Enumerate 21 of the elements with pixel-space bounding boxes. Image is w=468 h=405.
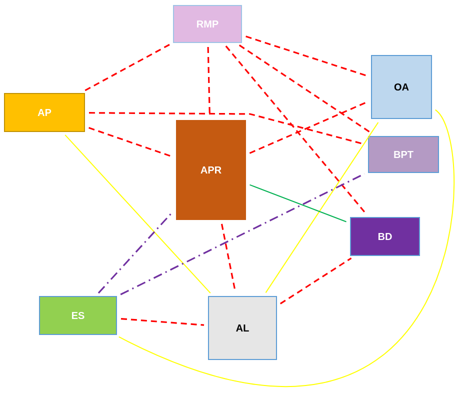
connector-line xyxy=(280,258,352,304)
box: OA xyxy=(371,55,432,119)
connector-line xyxy=(64,134,211,294)
box: RMP xyxy=(173,5,242,43)
connector-line xyxy=(249,101,368,154)
box: BD xyxy=(350,217,420,256)
box: APR xyxy=(176,120,246,220)
connector-line xyxy=(118,109,455,386)
box: ES xyxy=(39,296,117,335)
connector-line xyxy=(89,112,364,145)
connector-line xyxy=(98,210,174,294)
connector-line xyxy=(84,44,170,92)
connector-line xyxy=(88,127,172,158)
connector-line xyxy=(120,318,204,326)
box: BPT xyxy=(368,136,439,173)
box: AP xyxy=(4,93,85,132)
connector-line xyxy=(265,122,379,294)
connector-line xyxy=(246,36,368,77)
box: AL xyxy=(208,296,277,360)
connector-line xyxy=(225,46,367,214)
connector-line xyxy=(249,184,347,222)
